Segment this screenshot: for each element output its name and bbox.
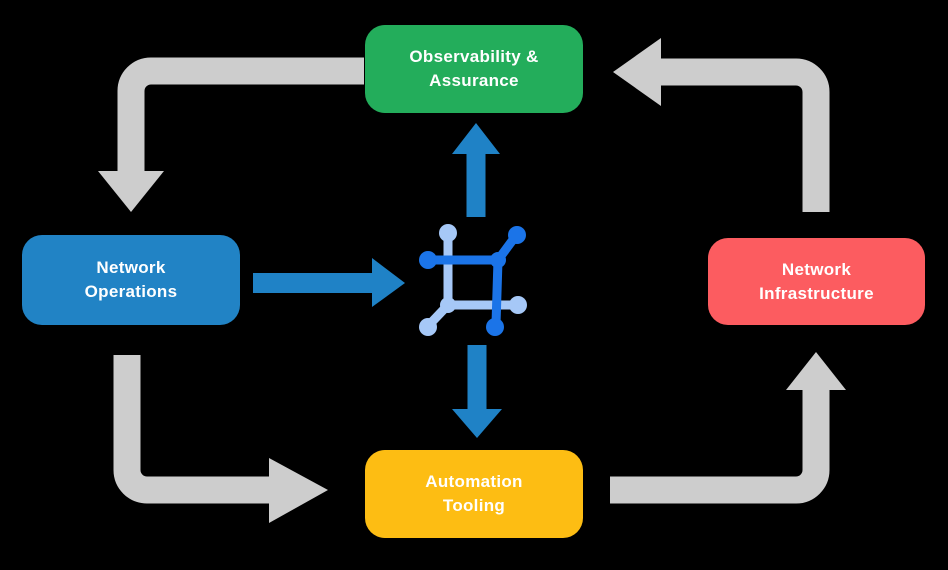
node-observability-assurance: Observability & Assurance (365, 25, 583, 113)
node-automation-tooling: Automation Tooling (365, 450, 583, 538)
hub-to-automation-arrow-icon (452, 345, 502, 438)
operations-to-hub-arrow-icon (253, 258, 405, 307)
node-infrastructure-label: Network Infrastructure (759, 259, 874, 303)
node-automation-label: Automation Tooling (425, 472, 523, 515)
operations-to-automation-arrow-icon (113, 355, 328, 523)
infrastructure-to-observability-arrow-icon (613, 38, 830, 212)
node-operations-label: Network Operations (84, 258, 178, 301)
observability-to-operations-arrow-icon (98, 57, 364, 212)
node-network-operations: Network Operations (22, 235, 240, 325)
automation-to-infrastructure-arrow-icon (610, 352, 846, 504)
node-observability-label: Observability & Assurance (409, 47, 539, 90)
hub-to-observability-arrow-icon (452, 123, 500, 217)
network-hub-icon (419, 224, 527, 336)
node-network-infrastructure: Network Infrastructure (708, 238, 925, 325)
